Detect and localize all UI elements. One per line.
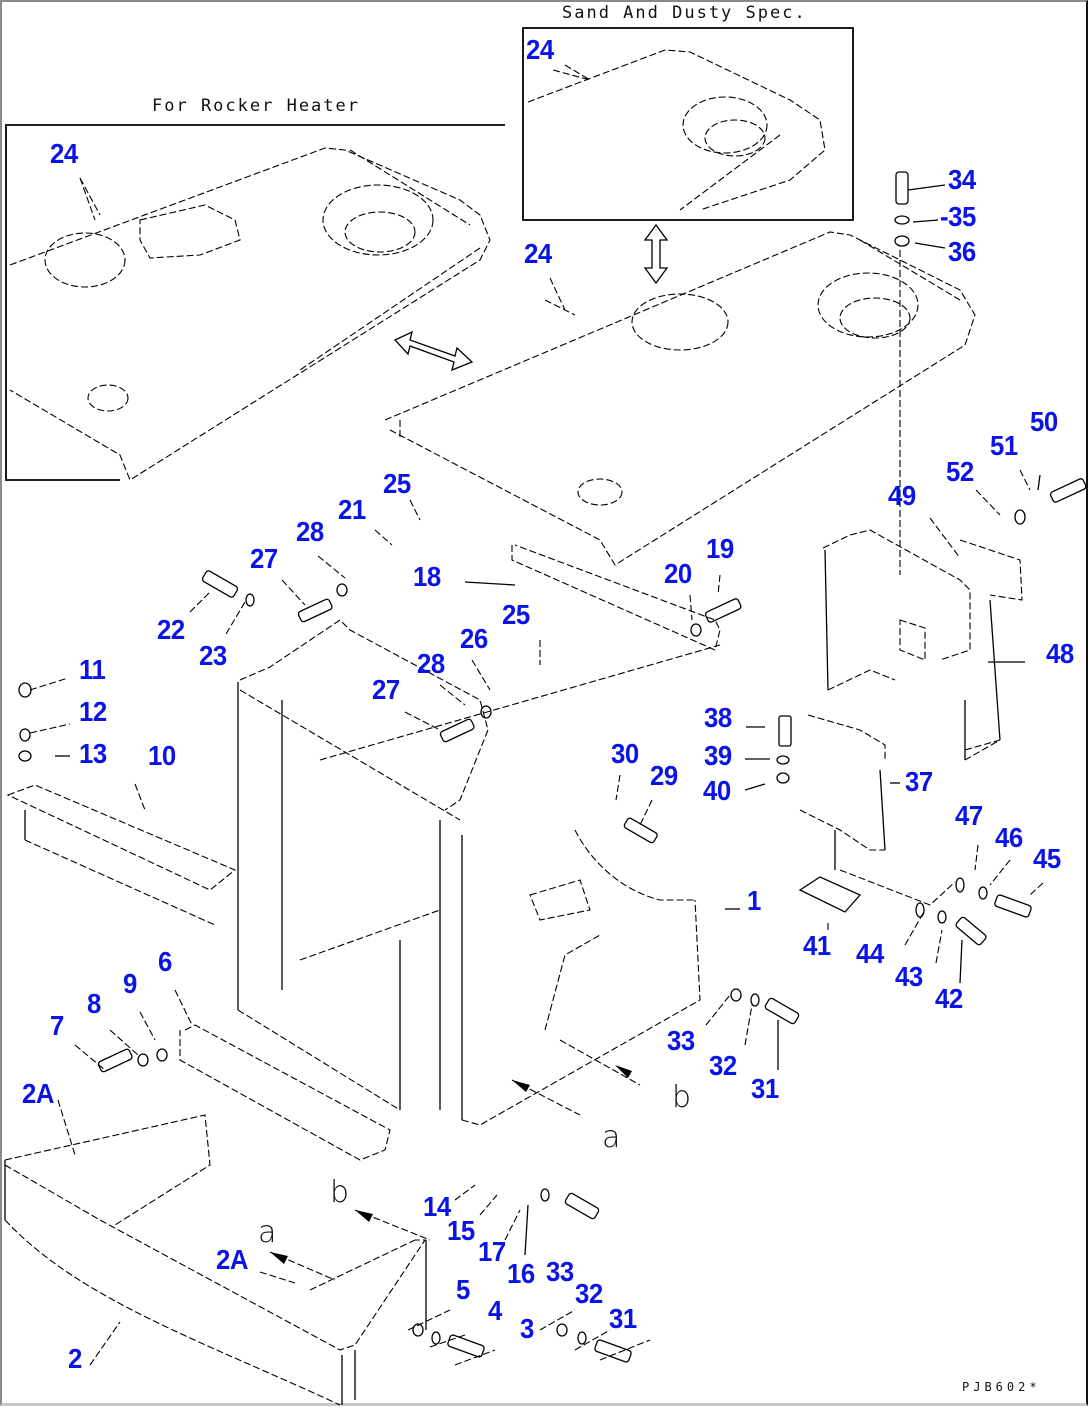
bracket-37-drawing — [799, 714, 956, 906]
inset-caption-rocker-heater: For Rocker Heater — [152, 96, 360, 116]
callout-1[interactable]: 1 — [747, 885, 761, 916]
view-label-a-left: a — [258, 1215, 277, 1250]
callout-44[interactable]: 44 — [856, 938, 884, 969]
callout-5[interactable]: 5 — [456, 1274, 470, 1305]
callout-39[interactable]: 39 — [704, 740, 732, 771]
callout-46[interactable]: 46 — [995, 822, 1023, 853]
callout-31-bot[interactable]: 31 — [609, 1303, 637, 1334]
callout-32-mid[interactable]: 32 — [709, 1050, 737, 1081]
callout-20[interactable]: 20 — [664, 558, 692, 589]
cover-18-drawing — [319, 544, 721, 761]
fasteners — [18, 478, 1087, 1363]
callout-17[interactable]: 17 — [478, 1236, 506, 1267]
callout-24-main[interactable]: 24 — [524, 238, 552, 269]
callout-37[interactable]: 37 — [905, 766, 933, 797]
callout-13[interactable]: 13 — [79, 738, 107, 769]
callout-33-mid[interactable]: 33 — [667, 1025, 695, 1056]
callout-2A-mid[interactable]: 2A — [216, 1244, 249, 1275]
view-label-b-left: b — [330, 1175, 350, 1210]
callout-34[interactable]: 34 — [948, 164, 976, 195]
callout-18[interactable]: 18 — [413, 561, 441, 592]
hood-main-drawing — [384, 231, 976, 566]
view-arrows — [269, 1039, 641, 1281]
rail-6-drawing — [179, 1024, 391, 1161]
callout-16[interactable]: 16 — [507, 1258, 535, 1289]
callout-31-mid[interactable]: 31 — [751, 1073, 779, 1104]
callout-27-top[interactable]: 27 — [250, 543, 278, 574]
callout-6[interactable]: 6 — [158, 946, 172, 977]
cover-10-drawing — [6, 784, 237, 926]
callout-15[interactable]: 15 — [447, 1215, 475, 1246]
view-label-b-right: b — [672, 1080, 692, 1115]
drawing-number: PJB602* — [962, 1380, 1041, 1394]
callout-29[interactable]: 29 — [650, 760, 678, 791]
callout-24-inset-right[interactable]: 24 — [526, 34, 554, 65]
leader-lines — [29, 69, 1044, 1366]
bracket-48-drawing — [822, 529, 1023, 761]
callout-10[interactable]: 10 — [148, 740, 176, 771]
hood-sand-dusty-drawing — [527, 49, 826, 211]
callout-32-bot[interactable]: 32 — [575, 1278, 603, 1309]
callout-26[interactable]: 26 — [460, 623, 488, 654]
callout-22[interactable]: 22 — [157, 614, 185, 645]
callout-11[interactable]: 11 — [79, 654, 106, 685]
view-label-a-right: a — [602, 1120, 621, 1155]
callout-2A-left[interactable]: 2A — [22, 1078, 55, 1109]
plate-41-drawing — [798, 876, 862, 913]
callout-14[interactable]: 14 — [423, 1191, 451, 1222]
inset-rocker-heater-frame — [5, 124, 505, 481]
callout-36[interactable]: 36 — [948, 236, 976, 267]
callout-7[interactable]: 7 — [50, 1010, 64, 1041]
callout-19[interactable]: 19 — [706, 533, 734, 564]
callout-35[interactable]: -35 — [940, 201, 976, 232]
callout-8[interactable]: 8 — [87, 988, 101, 1019]
inset-sand-dusty-frame — [522, 27, 854, 221]
callout-4[interactable]: 4 — [488, 1295, 502, 1326]
callout-25-top[interactable]: 25 — [383, 468, 411, 499]
callout-42[interactable]: 42 — [935, 983, 963, 1014]
alternate-double-arrow-left — [393, 330, 474, 372]
inset-caption-sand-dusty: Sand And Dusty Spec. — [562, 3, 807, 23]
callout-38[interactable]: 38 — [704, 702, 732, 733]
callout-24-inset-left[interactable]: 24 — [50, 138, 78, 169]
callout-52[interactable]: 52 — [946, 456, 974, 487]
callout-41[interactable]: 41 — [803, 930, 831, 961]
callout-3[interactable]: 3 — [520, 1313, 534, 1344]
callout-9[interactable]: 9 — [123, 968, 137, 999]
callout-23[interactable]: 23 — [199, 640, 227, 671]
callout-49[interactable]: 49 — [888, 480, 916, 511]
callout-45[interactable]: 45 — [1033, 843, 1061, 874]
callout-48[interactable]: 48 — [1046, 638, 1074, 669]
callout-30[interactable]: 30 — [611, 738, 639, 769]
callout-27-mid[interactable]: 27 — [372, 674, 400, 705]
callout-50[interactable]: 50 — [1030, 406, 1058, 437]
callout-28-mid[interactable]: 28 — [417, 648, 445, 679]
frame-1-drawing — [237, 619, 701, 1126]
counterweight-2-drawing — [4, 1114, 427, 1406]
callout-12[interactable]: 12 — [79, 696, 107, 727]
callout-28-top[interactable]: 28 — [296, 516, 324, 547]
hood-rocker-heater-drawing — [9, 147, 491, 481]
callout-47[interactable]: 47 — [955, 800, 983, 831]
callout-40[interactable]: 40 — [703, 775, 731, 806]
callout-2[interactable]: 2 — [68, 1343, 82, 1374]
callout-25-mid[interactable]: 25 — [502, 599, 530, 630]
callout-33-bot[interactable]: 33 — [546, 1256, 574, 1287]
callout-43[interactable]: 43 — [895, 961, 923, 992]
alternate-double-arrow-vertical — [643, 223, 669, 285]
callout-51[interactable]: 51 — [990, 430, 1018, 461]
bolt-washer-stack-34-36 — [894, 171, 910, 575]
callout-21[interactable]: 21 — [338, 494, 366, 525]
